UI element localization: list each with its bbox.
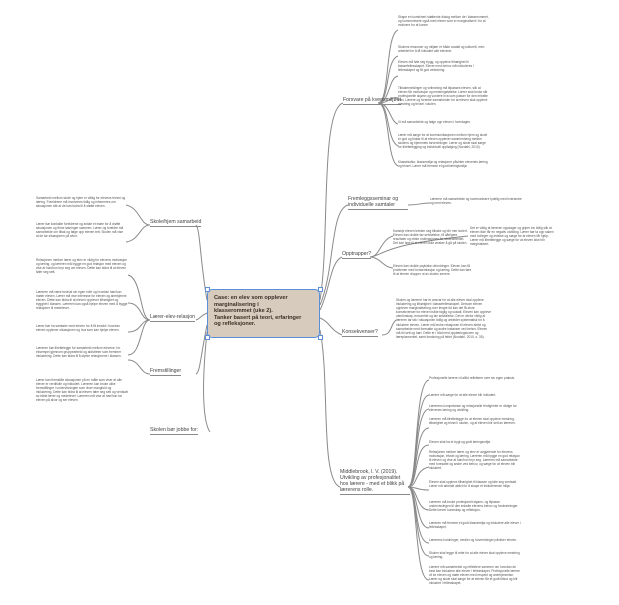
central-topic-line: og refleksjoner. xyxy=(214,321,256,328)
link-central-forsvare xyxy=(319,102,344,301)
branch-label: Skole/hjem samarbeid xyxy=(150,219,202,225)
selection-handle[interactable] xyxy=(318,287,323,292)
leaf-note[interactable]: Profesjonelle lærere vil alltid reflekte… xyxy=(429,376,515,380)
leaf-note[interactable]: Lærer bør ha samtaler med eleven for å f… xyxy=(36,324,120,333)
leaf-note[interactable]: Lærerne må samarbeide og kommunisere tyd… xyxy=(430,197,522,206)
leaf-note[interactable]: Eleven må føle seg trygg, og oppleve til… xyxy=(398,60,474,73)
leaf-note[interactable]: Læreren må tilrettelegge for at eleven s… xyxy=(429,417,516,426)
leaf-note[interactable]: Eleven skal ha et trygt og godt læringsm… xyxy=(429,440,491,444)
branch-skolen[interactable]: Skolen bør jobbe for: xyxy=(150,427,199,435)
link-central-fremleggsseminar xyxy=(319,204,349,306)
selection-handle[interactable] xyxy=(205,335,210,340)
branch-larerelev[interactable]: Lærer-elev-relasjon xyxy=(150,314,195,322)
leaf-note[interactable]: Lærer bør kontakte foreldrene og avtale … xyxy=(36,222,124,239)
leaf-note[interactable]: Samarbeid mellom skole og hjem er viktig… xyxy=(36,196,126,209)
leaf-note[interactable]: Skolen skal legge til rette for at alle … xyxy=(429,551,520,560)
branch-label: Lærer-elev-relasjon xyxy=(150,314,195,320)
leaf-note[interactable]: Lærere må samarbeide og reflektere samme… xyxy=(429,565,520,586)
branch-middlebrook[interactable]: Middlebrook, l. V. (2019). Utvikling av … xyxy=(340,469,410,495)
leaf-note[interactable]: Læreren må fremme et godt klassemiljø og… xyxy=(429,521,521,530)
link-central-larerelev xyxy=(195,312,208,321)
link-central-fremstilling xyxy=(195,324,208,375)
leaf-note[interactable]: Skape en kombinert støttende dialog mell… xyxy=(398,15,489,28)
branch-opptrapper[interactable]: Opptrapper? xyxy=(342,251,372,259)
leaf-note[interactable]: Lærerens kompetanse og relasjonelle ferd… xyxy=(429,404,517,413)
link-central-konsekvenser xyxy=(319,317,343,336)
leaf-note[interactable]: Kanskje eleven trekker seg tilbake og bl… xyxy=(393,229,468,246)
branch-fremleggsseminar[interactable]: Fremleggsseminar og individuelle samtale… xyxy=(348,196,408,210)
leaf-note[interactable]: Skolen og lærerne har et ansvar for at a… xyxy=(396,298,491,339)
leaf-note[interactable]: Lærer kan fremstille situasjonen på en m… xyxy=(36,378,128,403)
central-topic[interactable]: Case: en elev som opplever marginaliseri… xyxy=(207,289,320,338)
central-topic-line: marginalisering i xyxy=(214,301,259,308)
leaf-note[interactable]: Tilbakemeldinger og veiledning må tilpas… xyxy=(398,86,488,107)
leaf-note[interactable]: Lærer må sørge for at kommunikasjonen me… xyxy=(398,133,488,150)
leaf-note[interactable]: Eleven skal oppleve tilhørighet til klas… xyxy=(429,480,517,489)
leaf-note[interactable]: Læreren bør tilrettelegge for samarbeid … xyxy=(36,346,122,359)
leaf-note[interactable]: Lærere må sørge for at alle elever blir … xyxy=(429,393,497,397)
leaf-note[interactable]: Vi må samarbeide og følge opp eleven i h… xyxy=(398,120,471,124)
central-topic-line: Case: en elev som opplever xyxy=(214,295,288,301)
link-central-opptrapper xyxy=(319,256,343,311)
leaf-note[interactable]: Skolens ressurser og miljøer er både sos… xyxy=(398,45,485,54)
leaf-note[interactable]: Eleven kan utvikle psykiske utfordringer… xyxy=(393,264,472,277)
leaf-note[interactable]: Relasjonen mellom lærer og elev er vikti… xyxy=(36,258,128,275)
branch-label: Fremleggsseminar og individuelle samtale… xyxy=(348,196,399,208)
selection-handle[interactable] xyxy=(318,335,323,340)
leaf-note[interactable]: Læreren må bruke profesjonelt skjønn, og… xyxy=(429,500,519,513)
branch-label: Forsvare på kvensmiljøet xyxy=(343,97,401,103)
branch-label: Fremstillinger xyxy=(150,368,182,374)
branch-skolehjem[interactable]: Skole/hjem samarbeid xyxy=(150,219,202,227)
selection-handle[interactable] xyxy=(205,287,210,292)
leaf-note[interactable]: Det er viktig at læreren oppdager og gri… xyxy=(470,226,554,247)
branch-konsekvenser[interactable]: Konsekvenser? xyxy=(342,329,378,337)
branch-label: Middlebrook, l. V. (2019). Utvikling av … xyxy=(340,469,405,493)
branch-forsvare[interactable]: Forsvare på kvensmiljøet xyxy=(343,97,401,105)
link-central-middlebrook xyxy=(319,329,341,488)
branch-label: Konsekvenser? xyxy=(342,329,378,335)
central-topic-line: Tanker basert på teori, erfaringer xyxy=(214,314,302,321)
leaf-note[interactable]: Lærerens holdninger, verdier og forventn… xyxy=(429,538,518,542)
leaf-note[interactable]: Relasjonen mellom lærer og elev er avgjø… xyxy=(429,450,520,471)
branch-label: Opptrapper? xyxy=(342,251,372,257)
link-central-skolen xyxy=(203,331,211,433)
central-topic-line: klasserommet (uke 2). xyxy=(214,308,273,315)
leaf-note[interactable]: Klassekultur, klassemiljø og relasjoner … xyxy=(398,160,488,169)
branch-fremstilling[interactable]: Fremstillinger xyxy=(150,368,182,376)
leaf-note[interactable]: Læreren må være bevisst sin egen rolle o… xyxy=(36,290,128,311)
branch-label: Skolen bør jobbe for: xyxy=(150,427,199,433)
